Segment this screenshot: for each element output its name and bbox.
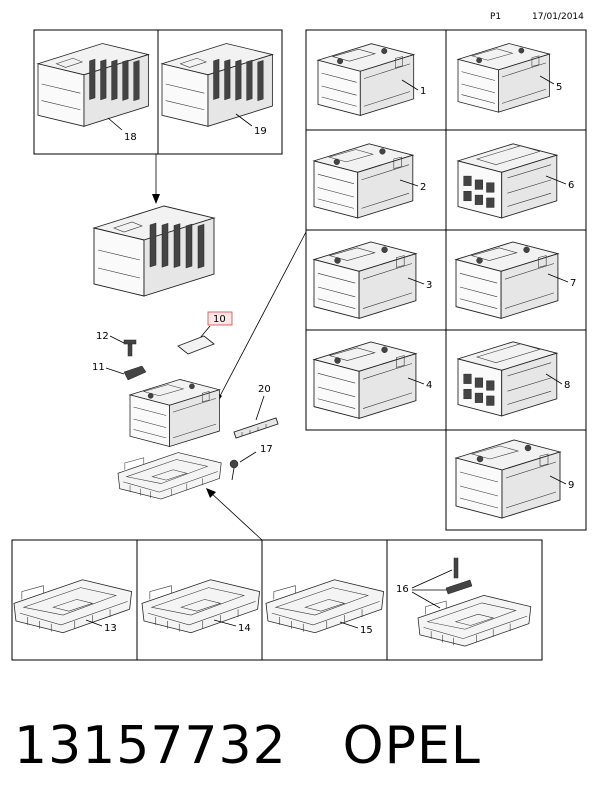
callout-16: 16 [396,584,409,595]
callout-11: 11 [92,362,105,373]
callout-17: 17 [260,444,273,455]
callout-9: 9 [568,480,574,491]
clamp-16 [445,579,473,595]
callout-4: 4 [426,380,432,391]
footer: 13157732 OPEL [14,716,481,776]
callout-20: 20 [258,384,271,395]
callout-1: 1 [420,86,426,97]
battery-19-drawing [161,43,273,127]
battery-type-2 [313,143,414,219]
battery-type-5 [457,43,550,113]
tray-16 [417,595,532,647]
battery-type-3 [313,241,417,319]
battery-type-1 [317,43,415,116]
callout-8: 8 [564,380,570,391]
callout-7: 7 [570,278,576,289]
battery-type-7 [455,241,559,319]
callout-6: 6 [568,180,574,191]
part-number: 13157732 [14,716,287,776]
strip-20 [233,417,279,439]
battery-type-9 [455,439,561,519]
installed-tray [117,452,222,500]
battery-18-drawing [37,43,149,127]
arrow-down [152,194,160,204]
battery-type-4 [313,341,417,419]
callout-10: 10 [213,314,226,325]
arrow-to-tray [206,488,216,498]
brand-name: OPEL [342,716,481,776]
callout-15: 15 [360,625,373,636]
callout-13: 13 [104,623,117,634]
callout-14: 14 [238,623,251,634]
hold-down-plate-10 [177,335,215,355]
callout-19: 19 [254,126,267,137]
battery-with-cover-drawing [93,205,215,297]
callout-10-highlight [207,311,233,326]
callout-2: 2 [420,182,426,193]
diagram-date: 17/01/2014 [532,12,584,22]
clamp-11 [123,365,147,381]
bolt-16 [453,557,459,579]
battery-type-6 [457,143,558,219]
battery-type-8 [457,341,558,417]
battery-type-9-box [445,429,587,531]
screw-17 [229,459,239,469]
callout-12: 12 [96,331,109,342]
callout-3: 3 [426,280,432,291]
installed-battery [129,379,220,447]
callout-5: 5 [556,82,562,93]
page-number: P1 [490,12,501,22]
tray-variants-box [11,539,543,661]
callout-18: 18 [124,132,137,143]
